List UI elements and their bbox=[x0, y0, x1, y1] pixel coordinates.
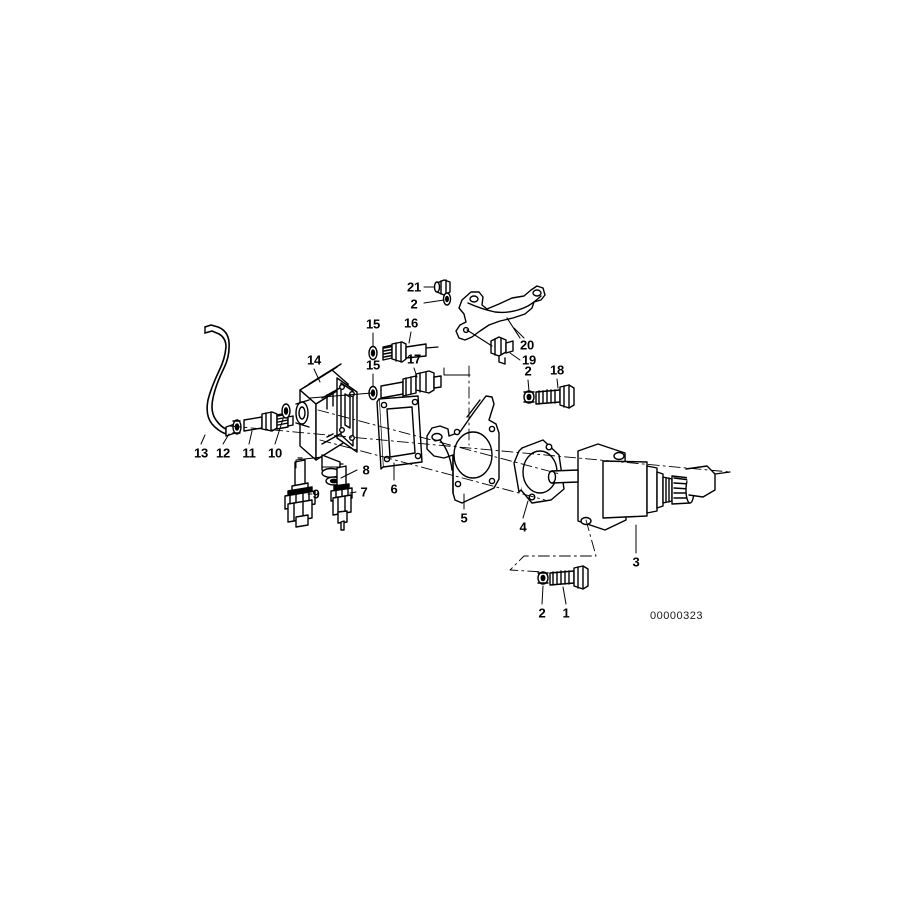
callout-number-2: 2 bbox=[410, 296, 418, 312]
callout-number-20: 20 bbox=[519, 337, 535, 353]
diagram-id-label: 00000323 bbox=[650, 610, 703, 622]
part-10-seal-ring bbox=[281, 403, 291, 419]
callout-number-13: 13 bbox=[193, 445, 209, 461]
part-6-gasket bbox=[376, 395, 423, 470]
part-13-pipe bbox=[204, 324, 236, 437]
callout-number-15: 15 bbox=[365, 316, 381, 332]
leader-lines bbox=[200, 286, 637, 605]
bracket-indicator-lines bbox=[443, 367, 471, 376]
callout-number-15: 15 bbox=[365, 357, 381, 373]
callout-number-1: 1 bbox=[562, 605, 570, 621]
callout-number-10: 10 bbox=[267, 445, 283, 461]
callout-number-4: 4 bbox=[519, 519, 527, 535]
part-18-bolt bbox=[535, 384, 575, 409]
callout-number-11: 11 bbox=[242, 445, 256, 461]
part-7-sensor bbox=[330, 463, 353, 531]
construction-axis-lines bbox=[229, 409, 731, 501]
callout-number-16: 16 bbox=[403, 315, 419, 331]
callout-number-8: 8 bbox=[362, 462, 370, 478]
callout-number-2: 2 bbox=[538, 605, 546, 621]
part-19-switch bbox=[466, 329, 514, 365]
part-11-sensor bbox=[243, 411, 294, 432]
part-17-sensor bbox=[309, 370, 442, 399]
part-2-washer-middle bbox=[523, 390, 535, 404]
part-20-bracket-strap bbox=[455, 285, 546, 341]
callout-number-14: 14 bbox=[306, 352, 322, 368]
part-5-support-bracket bbox=[426, 395, 500, 504]
callout-number-7: 7 bbox=[360, 484, 368, 500]
callout-number-6: 6 bbox=[390, 481, 398, 497]
callout-number-12: 12 bbox=[215, 445, 231, 461]
part-1-bolt bbox=[549, 565, 589, 590]
callout-number-5: 5 bbox=[460, 510, 468, 526]
callout-number-19: 19 bbox=[521, 352, 537, 368]
part-21-nut bbox=[433, 279, 451, 296]
construction-path-bolt-1 bbox=[509, 519, 597, 573]
callout-number-2: 2 bbox=[524, 363, 532, 379]
callout-number-9: 9 bbox=[312, 486, 320, 502]
part-3-actuator-cylinder bbox=[547, 443, 731, 531]
part-2-washer-bottom bbox=[537, 571, 549, 585]
callout-number-3: 3 bbox=[632, 554, 640, 570]
callout-number-18: 18 bbox=[549, 362, 565, 378]
callout-number-21: 21 bbox=[406, 279, 422, 295]
part-2-washer-top bbox=[442, 292, 452, 306]
part-9-switch bbox=[284, 457, 316, 528]
part-16-sensor bbox=[382, 341, 439, 363]
callout-number-17: 17 bbox=[406, 351, 422, 367]
